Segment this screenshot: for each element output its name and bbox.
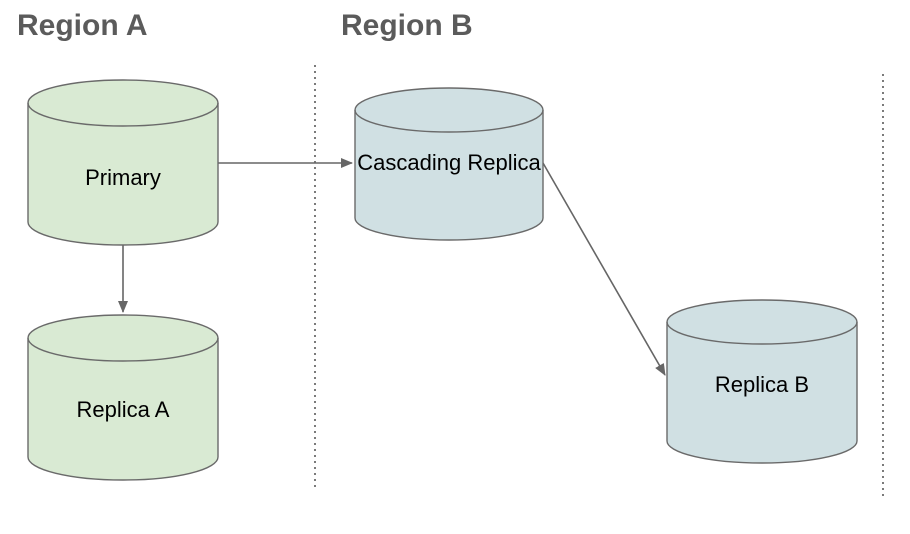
database-cylinder-icon: [27, 314, 219, 481]
node-cascading-replica-cylinder: [354, 87, 544, 241]
cylinder-rim: [354, 109, 544, 133]
edge-cascading-replica-to-replica-b: [542, 162, 666, 376]
cylinder-rim: [27, 102, 219, 127]
region-b-heading: Region B: [341, 9, 473, 42]
database-cylinder-icon: [354, 87, 544, 241]
cylinder-rim: [27, 337, 219, 362]
node-replica-b-cylinder: [666, 299, 858, 464]
node-primary-label: Primary: [85, 165, 161, 190]
region-a-heading: Region A: [17, 9, 148, 42]
cylinder-rim: [666, 321, 858, 345]
node-primary-cylinder: [27, 79, 219, 246]
node-replica-a-cylinder: [27, 314, 219, 481]
node-replica-b-label: Replica B: [714, 372, 810, 397]
database-cylinder-icon: [27, 79, 219, 246]
node-replica-a-label: Replica A: [76, 397, 170, 422]
node-cascading-replica-label: Cascading Replica: [357, 150, 541, 175]
